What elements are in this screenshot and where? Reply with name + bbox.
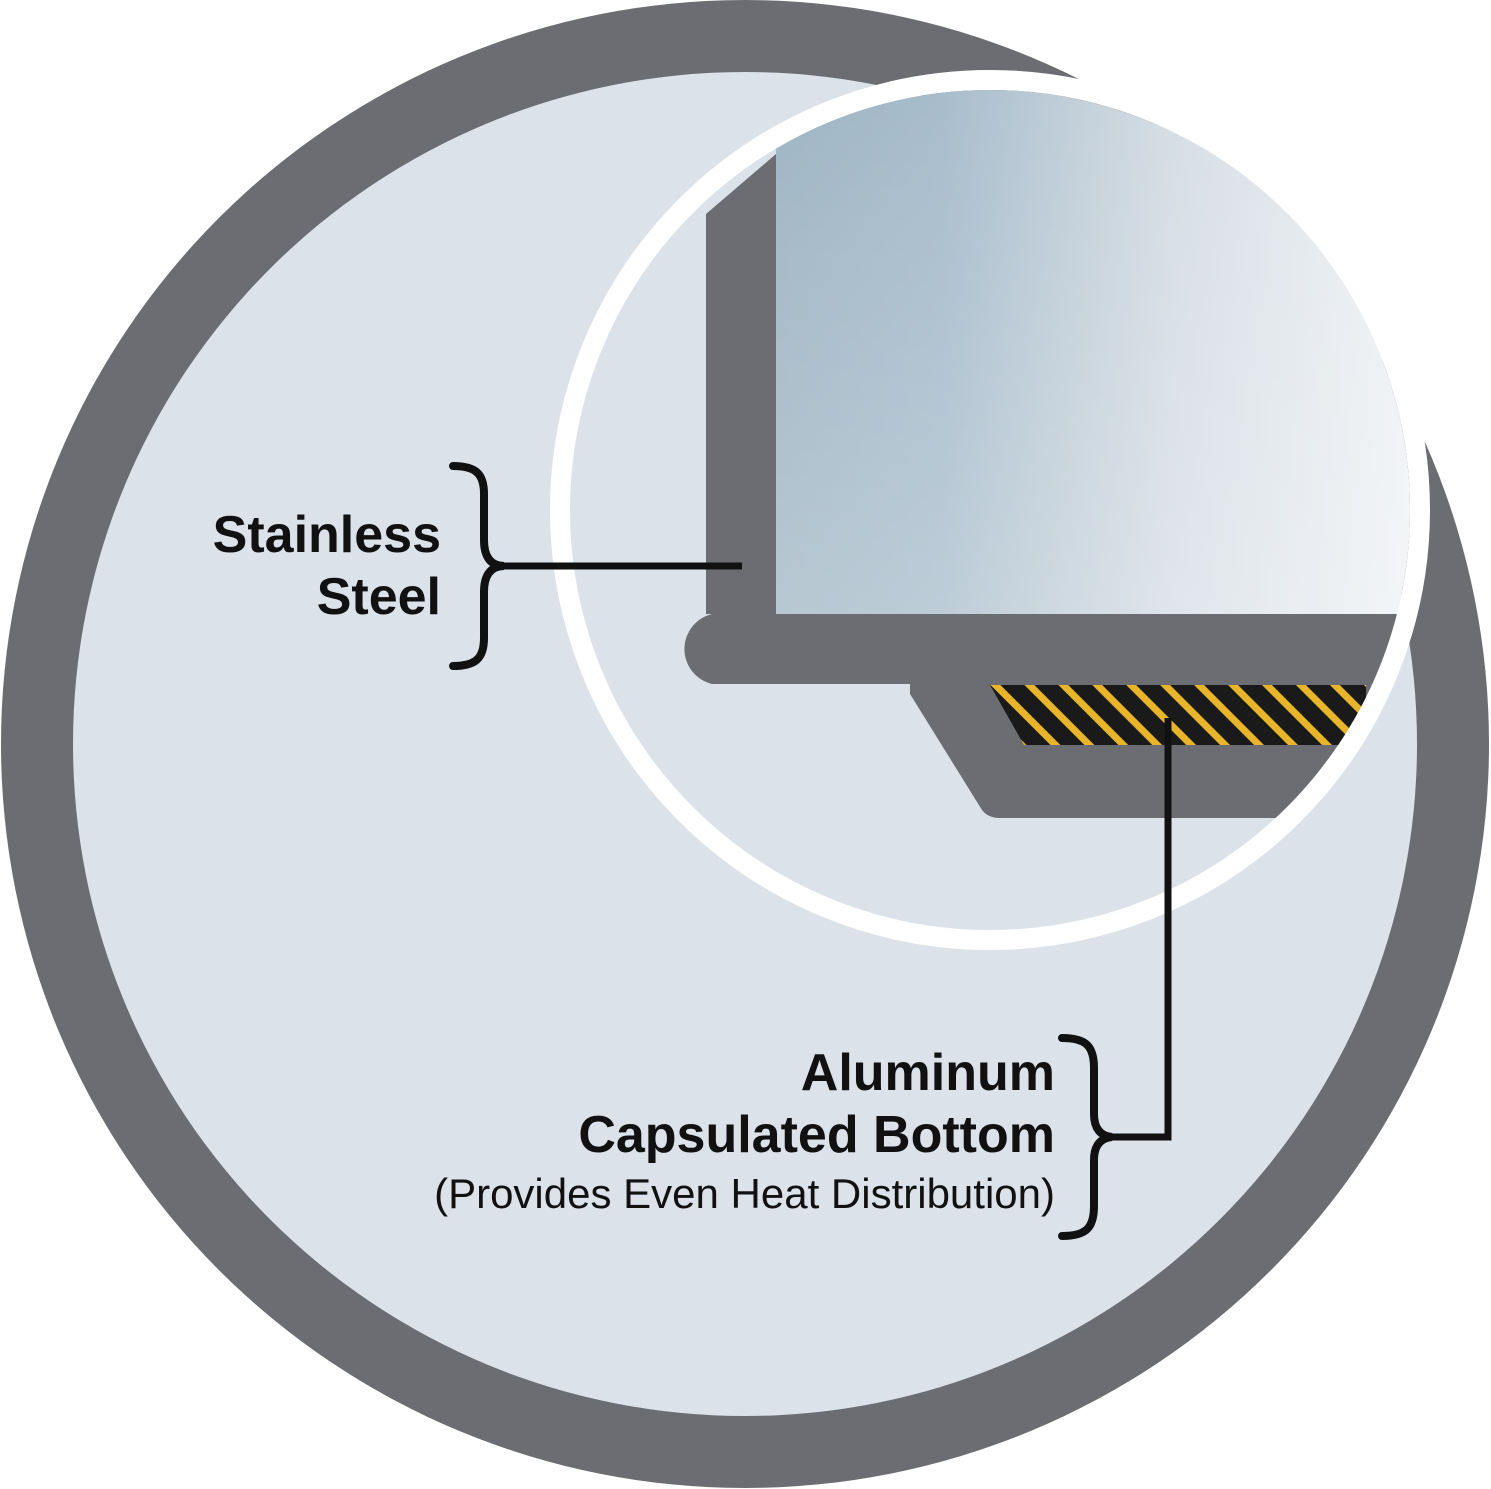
- stainless-label-line1: Stainless: [212, 506, 441, 564]
- aluminum-layer: [990, 685, 1366, 745]
- aluminum-leader-line: [1110, 718, 1172, 1141]
- stainless-steel-wall: [684, 154, 1410, 684]
- aluminum-label-line1: Aluminum: [800, 1044, 1055, 1102]
- aluminum-capsulated-label: Aluminum Capsulated Bottom (Provides Eve…: [434, 1042, 1055, 1222]
- aluminum-label-line3: (Provides Even Heat Distribution): [434, 1170, 1055, 1217]
- stainless-label-line2: Steel: [316, 568, 441, 626]
- aluminum-label-line2: Capsulated Bottom: [578, 1106, 1055, 1164]
- magnifier-rim: [550, 70, 1430, 950]
- stainless-steel-label: Stainless Steel: [213, 504, 441, 628]
